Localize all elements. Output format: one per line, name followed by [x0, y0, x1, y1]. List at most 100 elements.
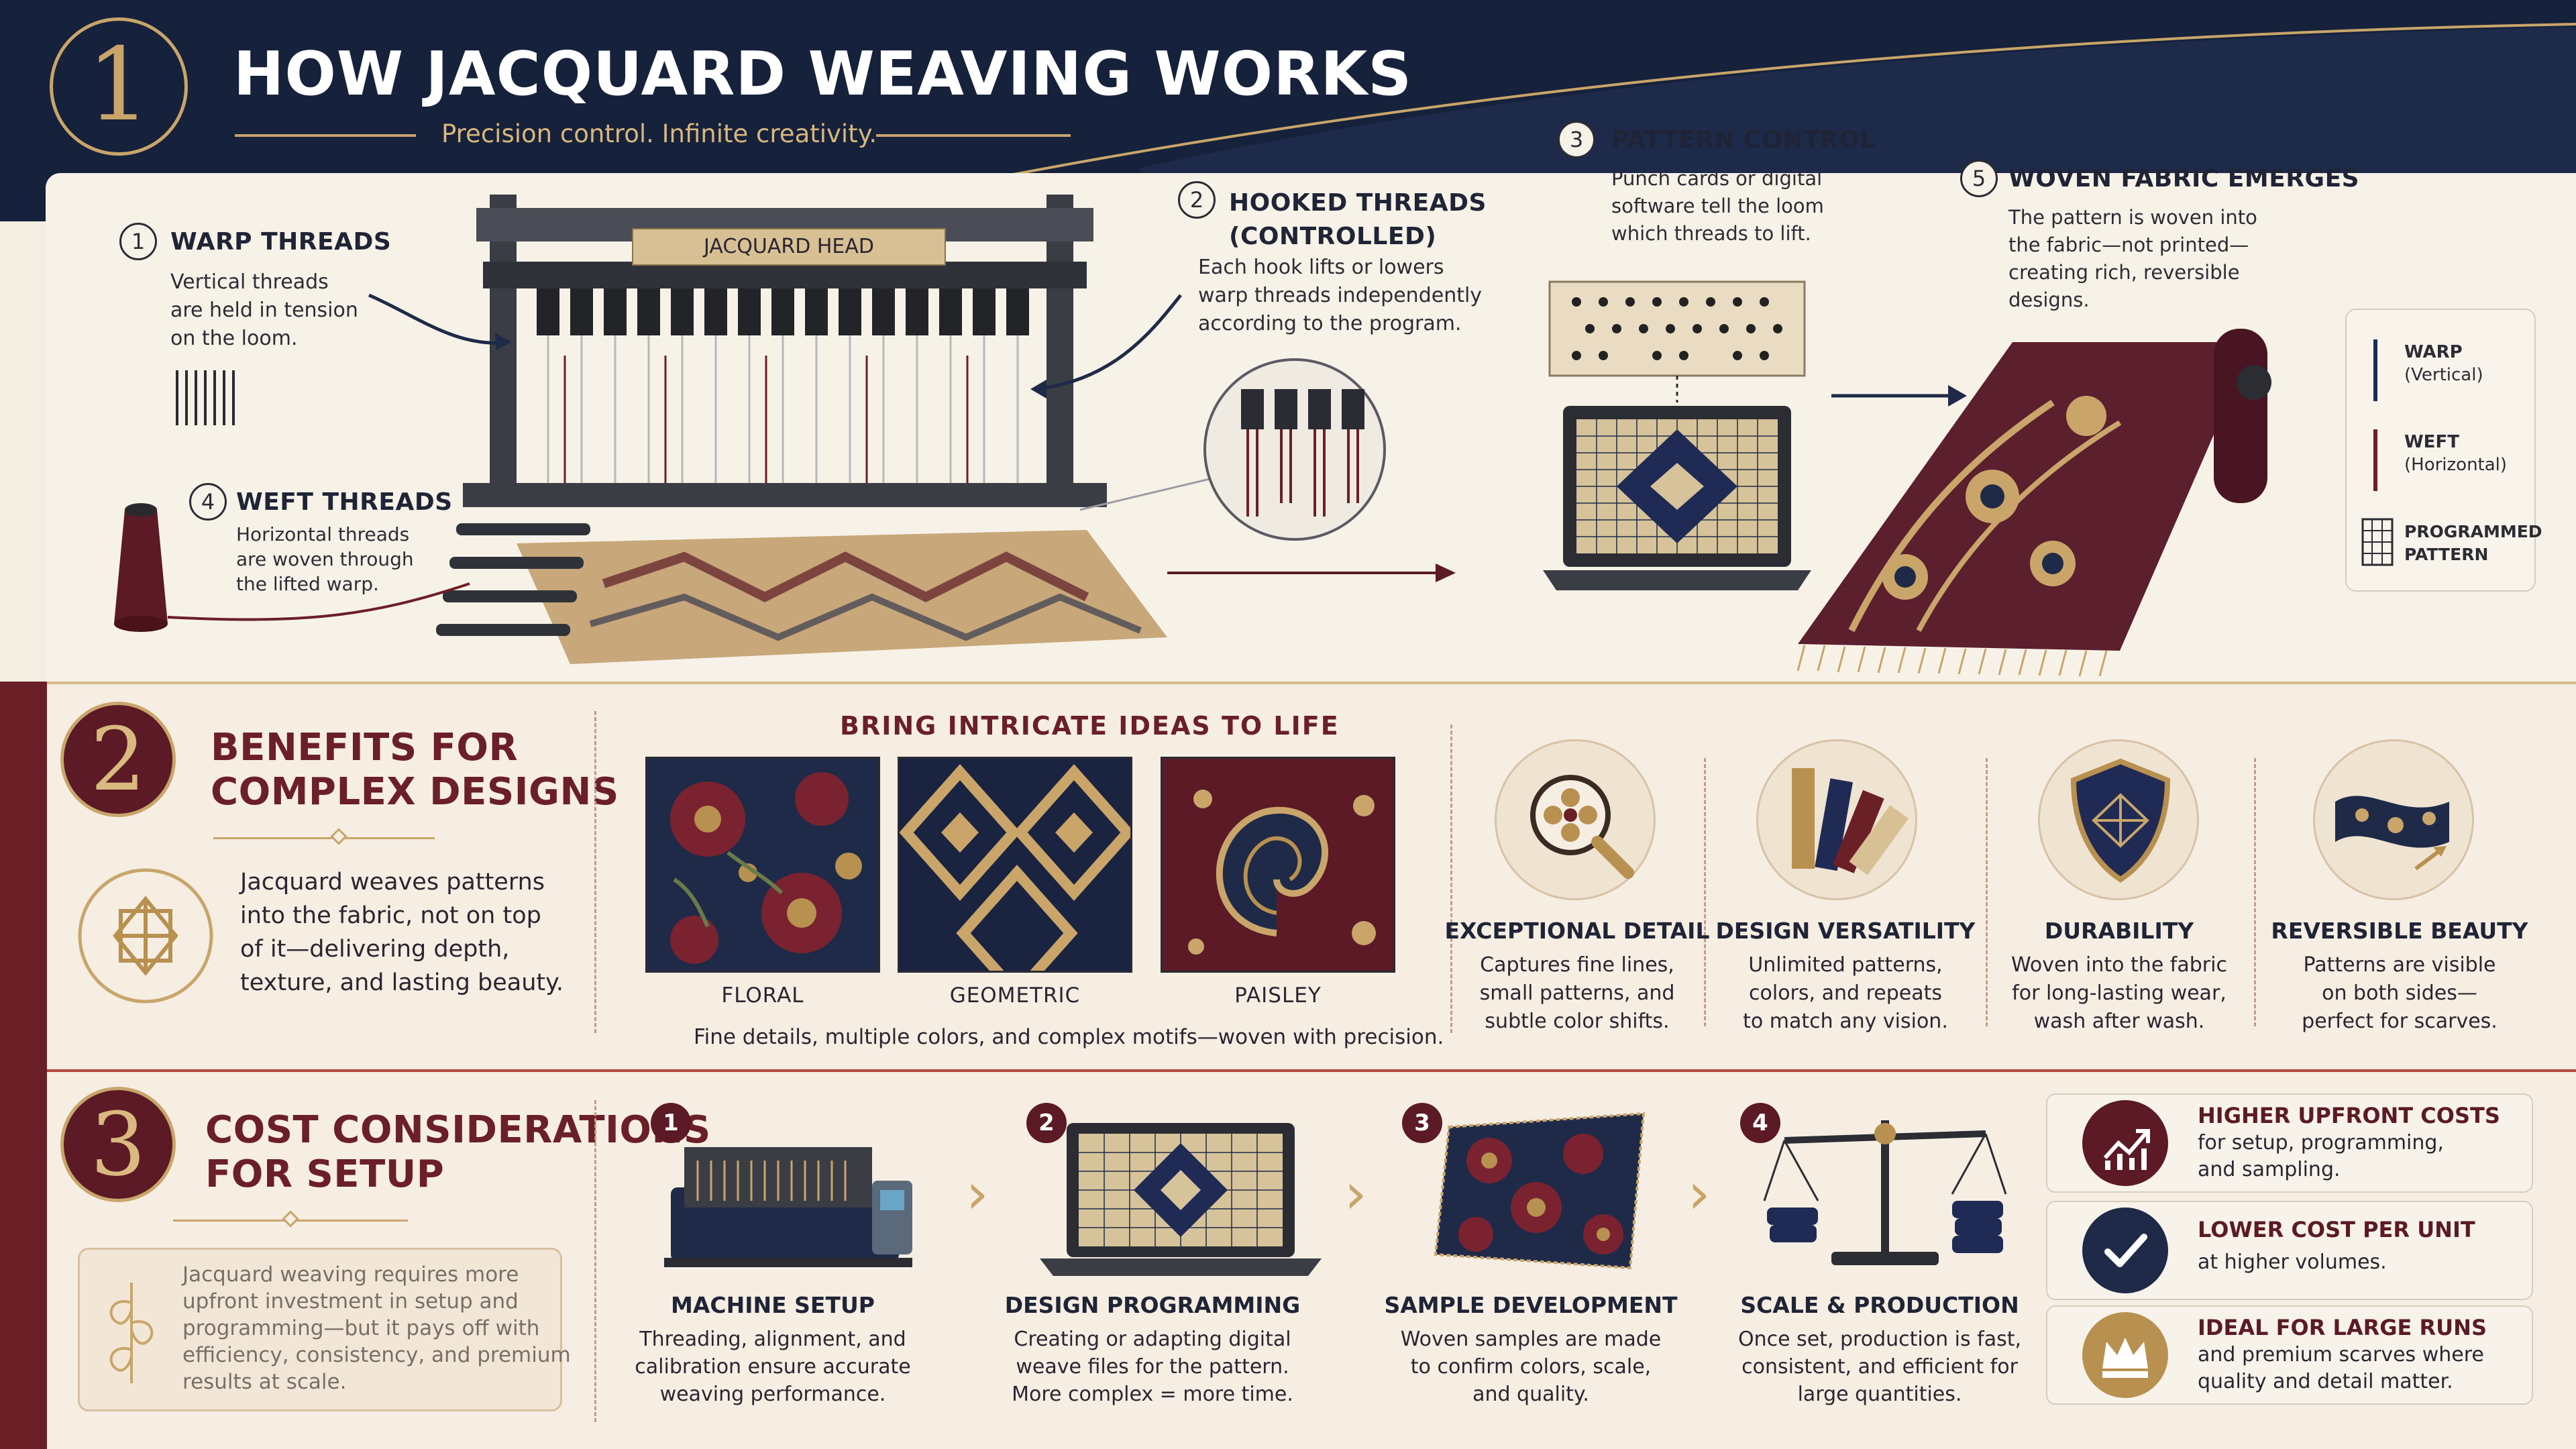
- floral-label: FLORAL: [721, 983, 804, 1008]
- shield-icon: [2038, 739, 2199, 900]
- divider: [2254, 758, 2256, 1026]
- process-sample-development-title: SAMPLE DEVELOPMENT: [1384, 1292, 1678, 1318]
- divider: [1986, 758, 1988, 1026]
- process-step-2-number: 2: [1026, 1103, 1067, 1143]
- step-2-title: HOOKED THREADS(CONTROLLED): [1229, 189, 1487, 250]
- hook-detail-callout: [1030, 294, 1386, 541]
- laptop-to-fabric-arrow: [1831, 385, 1967, 407]
- step-3-number: 3: [1558, 121, 1595, 158]
- grid-icon: [2361, 518, 2394, 566]
- fabric-sample-icon: [1434, 1112, 1646, 1270]
- step-5-title: WOVEN FABRIC EMERGES: [2008, 165, 2360, 193]
- loom-machine-icon: [664, 1147, 912, 1267]
- legend-box: WARP(Vertical) WEFT(Horizontal) PROGRAMM…: [2345, 309, 2542, 592]
- legend-warp: WARP(Vertical): [2404, 342, 2483, 385]
- subtitle-ornament-left: [235, 134, 416, 137]
- fabric-to-laptop-arrow: [1167, 564, 1456, 582]
- paisley-swatch: [1161, 757, 1395, 973]
- legend-warp-swatch: [2373, 339, 2377, 401]
- process-machine-setup-title: MACHINE SETUP: [671, 1292, 875, 1318]
- benefits-side-band: [0, 682, 47, 1069]
- punch-card-and-laptop-icon: [1543, 280, 1811, 590]
- process-step-1-number: 1: [651, 1103, 691, 1143]
- geometric-swatch: [898, 757, 1132, 973]
- divider: [594, 1100, 596, 1422]
- warp-threads-icon: [176, 370, 235, 425]
- process-step-4-number: 4: [1740, 1103, 1780, 1143]
- section-badge-3: 3: [60, 1087, 176, 1202]
- section-badge-1: 1: [50, 17, 188, 156]
- step-1-title: WARP THREADS: [170, 228, 392, 256]
- chevron-right-icon: ›: [1688, 1161, 1711, 1226]
- cost-summary-box: [78, 1248, 562, 1411]
- woven-fabric-roll-illustration: [1796, 329, 2271, 677]
- warp-arrow: [368, 293, 511, 350]
- legend-weft: WEFT(Horizontal): [2404, 432, 2508, 475]
- jacquard-head-label: JACQUARD HEAD: [632, 228, 946, 266]
- checkmark-icon: [2082, 1208, 2168, 1293]
- floral-swatch: [645, 757, 880, 973]
- balance-scale-icon: [1763, 1120, 2007, 1265]
- cost-higher-upfront-text: for setup, programming,and sampling.: [2198, 1131, 2444, 1181]
- cost-large-runs-title: IDEAL FOR LARGE RUNS: [2198, 1315, 2487, 1340]
- color-swatches-icon: [1756, 739, 1917, 900]
- weft-thread-spool-icon: [114, 503, 470, 632]
- step-5-number: 5: [1960, 160, 1998, 197]
- feature-exceptional-detail-title: EXCEPTIONAL DETAIL: [1444, 918, 1710, 944]
- divider: [1450, 724, 1452, 1033]
- jacquard-loom-illustration: [436, 195, 1167, 664]
- chevron-right-icon: ›: [966, 1161, 989, 1226]
- cost-side-band: [0, 1069, 47, 1449]
- laptop-pattern-icon: [1040, 1123, 1322, 1276]
- chart-up-icon: [2082, 1100, 2168, 1186]
- woven-knot-icon: [78, 868, 213, 1004]
- cost-higher-upfront-title: HIGHER UPFRONT COSTS: [2198, 1103, 2500, 1128]
- geometric-label: GEOMETRIC: [949, 983, 1081, 1008]
- cost-lower-per-unit-text: at higher volumes.: [2198, 1250, 2387, 1274]
- divider: [1704, 758, 1706, 1026]
- feature-reversible-beauty-title: REVERSIBLE BEAUTY: [2271, 918, 2528, 944]
- divider: [594, 711, 596, 1033]
- legend-weft-swatch: [2373, 429, 2377, 491]
- bring-ideas-title: BRING INTRICATE IDEAS TO LIFE: [840, 711, 1340, 741]
- process-design-programming-title: DESIGN PROGRAMMING: [1004, 1292, 1301, 1318]
- section-badge-2: 2: [60, 702, 176, 817]
- header-wave-decoration: [1006, 23, 2576, 221]
- benefits-ornament-line: [213, 837, 435, 839]
- reversible-scarf-icon: [2313, 739, 2474, 900]
- leaf-icon: [109, 1283, 154, 1383]
- process-scale-production-title: SCALE & PRODUCTION: [1740, 1292, 2019, 1318]
- paisley-label: PAISLEY: [1234, 983, 1322, 1008]
- fine-details-caption: Fine details, multiple colors, and compl…: [694, 1025, 1444, 1049]
- page-subtitle: Precision control. Infinite creativity.: [441, 119, 877, 148]
- cost-lower-per-unit-title: LOWER COST PER UNIT: [2198, 1217, 2475, 1242]
- process-scale-production-text: Once set, production is fast,consistent,…: [1737, 1328, 2022, 1406]
- step-3-title: PATTERN CONTROL: [1611, 126, 1876, 154]
- feature-design-versatility-title: DESIGN VERSATILITY: [1715, 918, 1976, 944]
- magnifier-flower-icon: [1495, 739, 1656, 900]
- step-2-number: 2: [1178, 181, 1216, 219]
- crown-icon: [2082, 1312, 2168, 1398]
- feature-durability-title: DURABILITY: [2044, 918, 2194, 944]
- subtitle-ornament-right: [876, 134, 1071, 137]
- process-step-3-number: 3: [1402, 1103, 1442, 1143]
- step-4-title: WEFT THREADS: [236, 488, 453, 516]
- step-4-number: 4: [189, 483, 227, 521]
- step-1-number: 1: [119, 223, 157, 260]
- page-title: HOW JACQUARD WEAVING WORKS: [233, 39, 1413, 109]
